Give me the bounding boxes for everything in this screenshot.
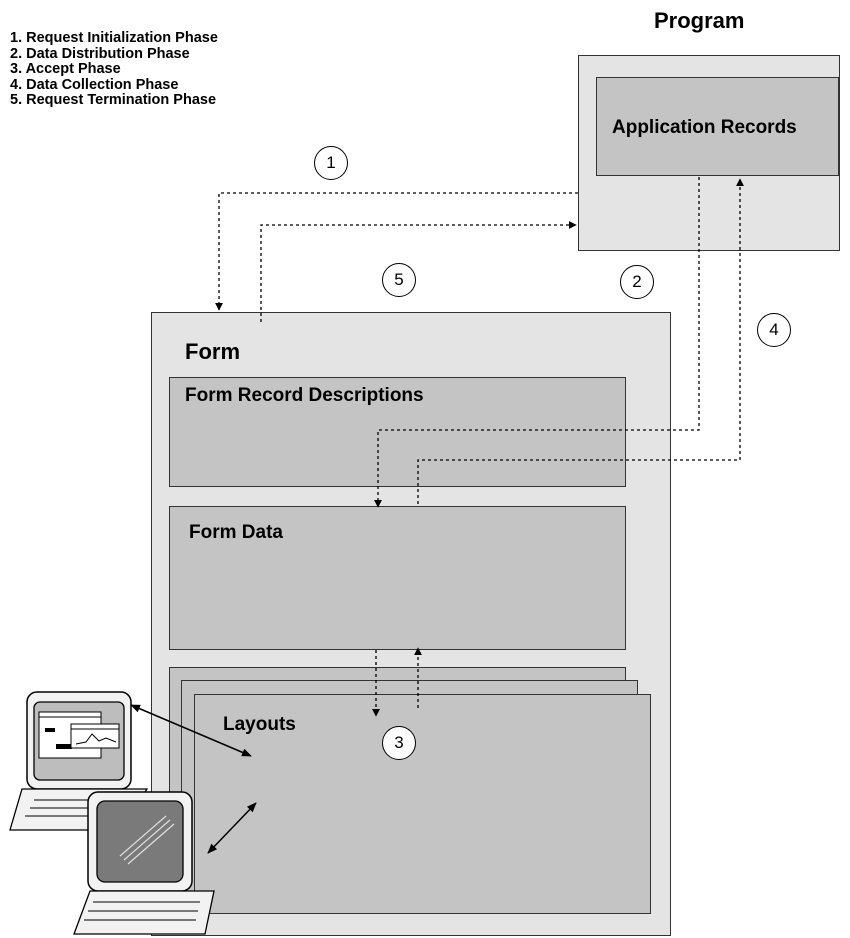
form-data-box xyxy=(169,506,626,650)
phase-legend: 1. Request Initialization Phase 2. Data … xyxy=(10,30,218,109)
form-data-label: Form Data xyxy=(189,522,283,543)
phase-marker-3: 3 xyxy=(382,726,416,760)
form-title: Form xyxy=(185,339,240,364)
phase-marker-5: 5 xyxy=(382,263,416,297)
layouts-label: Layouts xyxy=(223,714,296,735)
application-records-label: Application Records xyxy=(612,117,797,138)
flow-line-termination xyxy=(260,221,577,322)
phase-marker-4: 4 xyxy=(757,313,791,347)
phase-item: 5. Request Termination Phase xyxy=(10,92,217,108)
layout-page-front xyxy=(194,694,651,914)
computer-terminal-back-icon xyxy=(9,691,149,831)
phase-item: 2. Data Distribution Phase xyxy=(10,45,190,62)
phase-item: 4. Data Collection Phase xyxy=(10,76,179,93)
phase-marker-2: 2 xyxy=(620,265,654,299)
program-title: Program xyxy=(654,8,745,33)
application-records-box xyxy=(596,77,839,176)
phase-item: 1. Request Initialization Phase xyxy=(10,30,218,46)
phase-item: 3. Accept Phase xyxy=(10,61,121,77)
phase-marker-1: 1 xyxy=(314,146,348,180)
form-record-descriptions-label: Form Record Descriptions xyxy=(185,385,424,406)
